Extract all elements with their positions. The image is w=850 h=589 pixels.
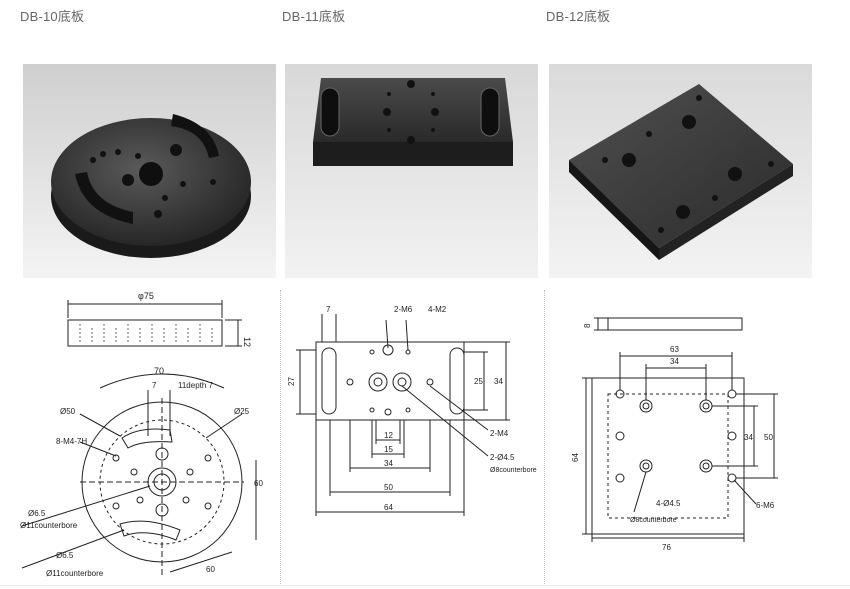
svg-text:12: 12 xyxy=(384,431,393,440)
round-plate-drawing: φ75 12 70 7 11depth 7 Ø50 Ø25 8-M4-7H 60… xyxy=(20,291,263,578)
svg-text:Ø11counterbore: Ø11counterbore xyxy=(20,521,78,530)
svg-text:2-Ø4.5: 2-Ø4.5 xyxy=(490,453,515,462)
product-db10: DB-10底板 xyxy=(20,0,282,589)
svg-text:φ75: φ75 xyxy=(138,291,154,301)
svg-text:8-M4-7H: 8-M4-7H xyxy=(56,437,87,446)
svg-text:4-Ø4.5: 4-Ø4.5 xyxy=(656,499,681,508)
svg-text:Ø6.5: Ø6.5 xyxy=(28,509,46,518)
svg-text:34: 34 xyxy=(384,459,393,468)
footer-divider xyxy=(0,585,850,586)
svg-text:64: 64 xyxy=(384,503,393,512)
square-base-plate-photo-icon xyxy=(549,64,812,278)
product-title: DB-12底板 xyxy=(546,9,611,24)
svg-text:50: 50 xyxy=(764,433,773,442)
column-divider xyxy=(280,290,281,586)
svg-text:70: 70 xyxy=(154,366,164,376)
svg-text:4-M2: 4-M2 xyxy=(428,305,447,314)
svg-text:76: 76 xyxy=(662,543,671,552)
rectangular-slotted-plate-photo-icon xyxy=(285,64,538,278)
svg-text:27: 27 xyxy=(287,377,296,386)
svg-text:60: 60 xyxy=(206,565,215,574)
svg-text:7: 7 xyxy=(152,381,157,390)
svg-text:50: 50 xyxy=(384,483,393,492)
rectangular-plate-drawing: 7 2-M6 4-M2 27 25 34 12 15 34 50 64 2-M4… xyxy=(287,305,537,516)
svg-text:64: 64 xyxy=(571,453,580,462)
round-base-plate-photo-icon xyxy=(23,64,276,278)
svg-text:11depth 7: 11depth 7 xyxy=(178,381,214,390)
svg-text:Ø8counterbore: Ø8counterbore xyxy=(630,517,677,524)
square-plate-drawing: 8 63 34 64 34 50 4-Ø4.5 6-M6 Ø8counterbo… xyxy=(571,317,778,552)
svg-text:12: 12 xyxy=(242,337,252,347)
svg-text:Ø8counterbore: Ø8counterbore xyxy=(490,467,537,474)
product-title: DB-11底板 xyxy=(282,9,346,24)
svg-text:60: 60 xyxy=(254,479,263,488)
product-db12: DB-12底板 xyxy=(546,0,812,589)
svg-text:25: 25 xyxy=(474,377,483,386)
svg-text:Ø25: Ø25 xyxy=(234,407,250,416)
svg-text:Ø50: Ø50 xyxy=(60,407,76,416)
svg-text:34: 34 xyxy=(744,433,753,442)
column-divider xyxy=(544,290,545,586)
svg-text:7: 7 xyxy=(326,305,331,314)
product-title: DB-10底板 xyxy=(20,9,85,24)
svg-text:34: 34 xyxy=(494,377,503,386)
svg-text:Ø6.5: Ø6.5 xyxy=(56,551,74,560)
svg-text:Ø11counterbore: Ø11counterbore xyxy=(46,569,104,578)
svg-text:8: 8 xyxy=(583,323,592,328)
product-db11: DB-11底板 xyxy=(282,0,544,589)
svg-text:2-M4: 2-M4 xyxy=(490,429,509,438)
svg-text:6-M6: 6-M6 xyxy=(756,501,775,510)
svg-text:34: 34 xyxy=(670,357,679,366)
svg-text:15: 15 xyxy=(384,445,393,454)
svg-text:2-M6: 2-M6 xyxy=(394,305,413,314)
svg-text:63: 63 xyxy=(670,345,679,354)
